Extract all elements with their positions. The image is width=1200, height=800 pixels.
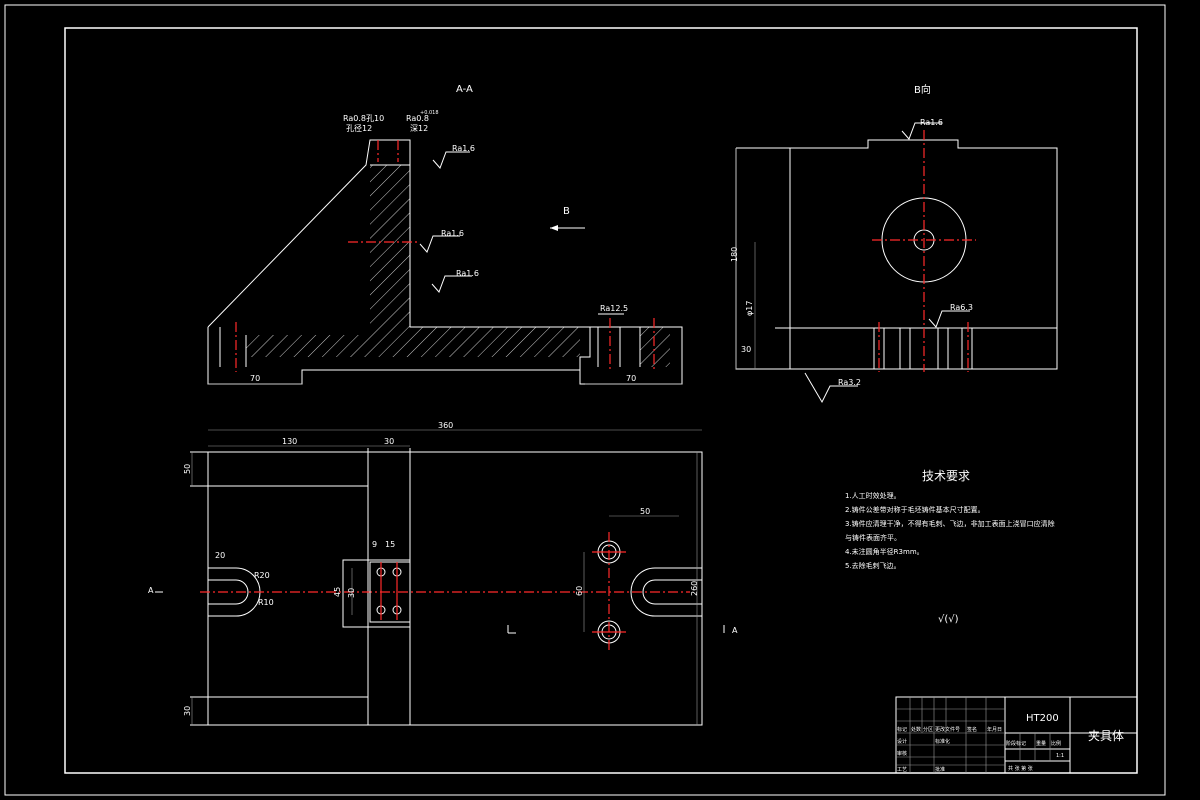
svg-text:R20: R20 (254, 571, 270, 580)
svg-text:比例: 比例 (1051, 740, 1061, 747)
svg-text:Ra1.6: Ra1.6 (456, 269, 479, 278)
svg-text:φ17: φ17 (745, 301, 754, 316)
svg-text:孔径12: 孔径12 (346, 123, 372, 133)
svg-text:30: 30 (347, 588, 356, 598)
view-b-outline (735, 139, 1058, 370)
roughness-symbol (928, 310, 970, 328)
svg-text:共 张 第 张: 共 张 第 张 (1008, 765, 1033, 772)
svg-text:50: 50 (183, 464, 192, 474)
part-name: 夹具体 (1088, 729, 1124, 743)
svg-text:9: 9 (372, 540, 377, 549)
roughness-symbol (432, 151, 470, 169)
section-mark-left: A (148, 586, 154, 595)
svg-text:分区: 分区 (923, 726, 933, 733)
svg-text:50: 50 (640, 507, 650, 516)
svg-text:180: 180 (730, 247, 739, 262)
svg-text:15: 15 (385, 540, 395, 549)
svg-text:70: 70 (626, 374, 636, 383)
svg-text:标记: 标记 (897, 726, 907, 733)
svg-text:重量: 重量 (1036, 740, 1046, 747)
rough-symbol-note: √(√) (938, 614, 959, 625)
svg-text:260: 260 (690, 581, 699, 596)
roughness-symbol (804, 372, 858, 404)
title-block: 标记 处数 分区 更改文件号 签名 年月日 设计 标准化 审核 工艺 批准 阶段… (895, 696, 1138, 774)
svg-text:标准化: 标准化 (935, 738, 950, 745)
svg-text:工艺: 工艺 (897, 767, 907, 773)
svg-text:5.去除毛刺飞边。: 5.去除毛刺飞边。 (845, 561, 901, 570)
u-slot-right (630, 567, 702, 617)
svg-text:Ra0.8孔10: Ra0.8孔10 (343, 114, 384, 123)
title-block-frame (895, 696, 1138, 774)
roughness-symbol (431, 275, 472, 293)
svg-text:阶段标记: 阶段标记 (1006, 740, 1026, 747)
svg-text:Ra0.8: Ra0.8 (406, 114, 429, 123)
svg-text:130: 130 (282, 437, 297, 446)
svg-text:年月日: 年月日 (987, 726, 1002, 733)
svg-text:360: 360 (438, 421, 453, 430)
svg-text:批准: 批准 (935, 766, 945, 773)
svg-text:签名: 签名 (967, 726, 977, 733)
svg-text:3.铸件应清理干净，不得有毛刺、飞边，非加工表面上浇冒口应清: 3.铸件应清理干净，不得有毛刺、飞边，非加工表面上浇冒口应清除 (845, 519, 1055, 528)
section-view-a-a: A-A 70 70 Ra0.8孔10 孔径12 Ra0 (207, 84, 683, 385)
tech-requirements: 技术要求 1.人工时效处理。 2.铸件公差带对称于毛坯铸件基本尺寸配置。 3.铸… (845, 469, 1055, 625)
u-slot-left (208, 567, 261, 617)
svg-text:审核: 审核 (897, 750, 907, 757)
section-title: A-A (456, 84, 473, 95)
svg-text:1.人工时效处理。: 1.人工时效处理。 (845, 491, 901, 500)
roughness-symbol (901, 122, 942, 140)
view-b: B向 180 φ17 30 Ra1.6 Ra6.3 Ra3.2 (730, 83, 1058, 404)
svg-text:4.未注圆角半径R3mm。: 4.未注圆角半径R3mm。 (845, 547, 924, 556)
svg-text:Ra12.5: Ra12.5 (600, 304, 628, 313)
svg-text:深12: 深12 (410, 124, 428, 133)
svg-text:+0.018: +0.018 (420, 110, 439, 116)
section-hatch-right (640, 327, 670, 367)
svg-text:B向: B向 (914, 83, 931, 96)
section-hatch (246, 165, 580, 357)
svg-text:70: 70 (250, 374, 260, 383)
material-label: HT200 (1026, 713, 1059, 724)
roughness-symbol (419, 235, 460, 253)
svg-text:更改文件号: 更改文件号 (935, 726, 960, 733)
svg-text:20: 20 (215, 551, 225, 560)
top-view: 360 130 30 50 30 20 R20 R10 9 15 30 45 6… (148, 421, 738, 726)
svg-text:处数: 处数 (911, 726, 921, 733)
svg-text:30: 30 (741, 345, 751, 354)
svg-text:Ra1.6: Ra1.6 (920, 118, 943, 127)
section-mark-right: A (732, 626, 738, 635)
tech-heading: 技术要求 (922, 469, 970, 483)
svg-text:Ra6.3: Ra6.3 (950, 303, 973, 312)
svg-text:Ra3.2: Ra3.2 (838, 378, 861, 387)
svg-text:Ra1.6: Ra1.6 (441, 229, 464, 238)
top-view-outline (207, 451, 703, 726)
svg-text:设计: 设计 (897, 738, 907, 745)
outer-border (4, 4, 1166, 796)
svg-text:Ra1.6: Ra1.6 (452, 144, 475, 153)
svg-text:30: 30 (183, 706, 192, 716)
svg-text:2.铸件公差带对称于毛坯铸件基本尺寸配置。: 2.铸件公差带对称于毛坯铸件基本尺寸配置。 (845, 505, 985, 514)
svg-text:B: B (563, 206, 570, 217)
svg-text:30: 30 (384, 437, 394, 446)
svg-text:R10: R10 (258, 598, 274, 607)
svg-text:60: 60 (575, 586, 584, 596)
inner-border (64, 27, 1138, 774)
svg-text:与铸件表面齐平。: 与铸件表面齐平。 (845, 533, 901, 542)
svg-text:45: 45 (333, 587, 342, 597)
svg-text:1:1: 1:1 (1056, 753, 1064, 759)
